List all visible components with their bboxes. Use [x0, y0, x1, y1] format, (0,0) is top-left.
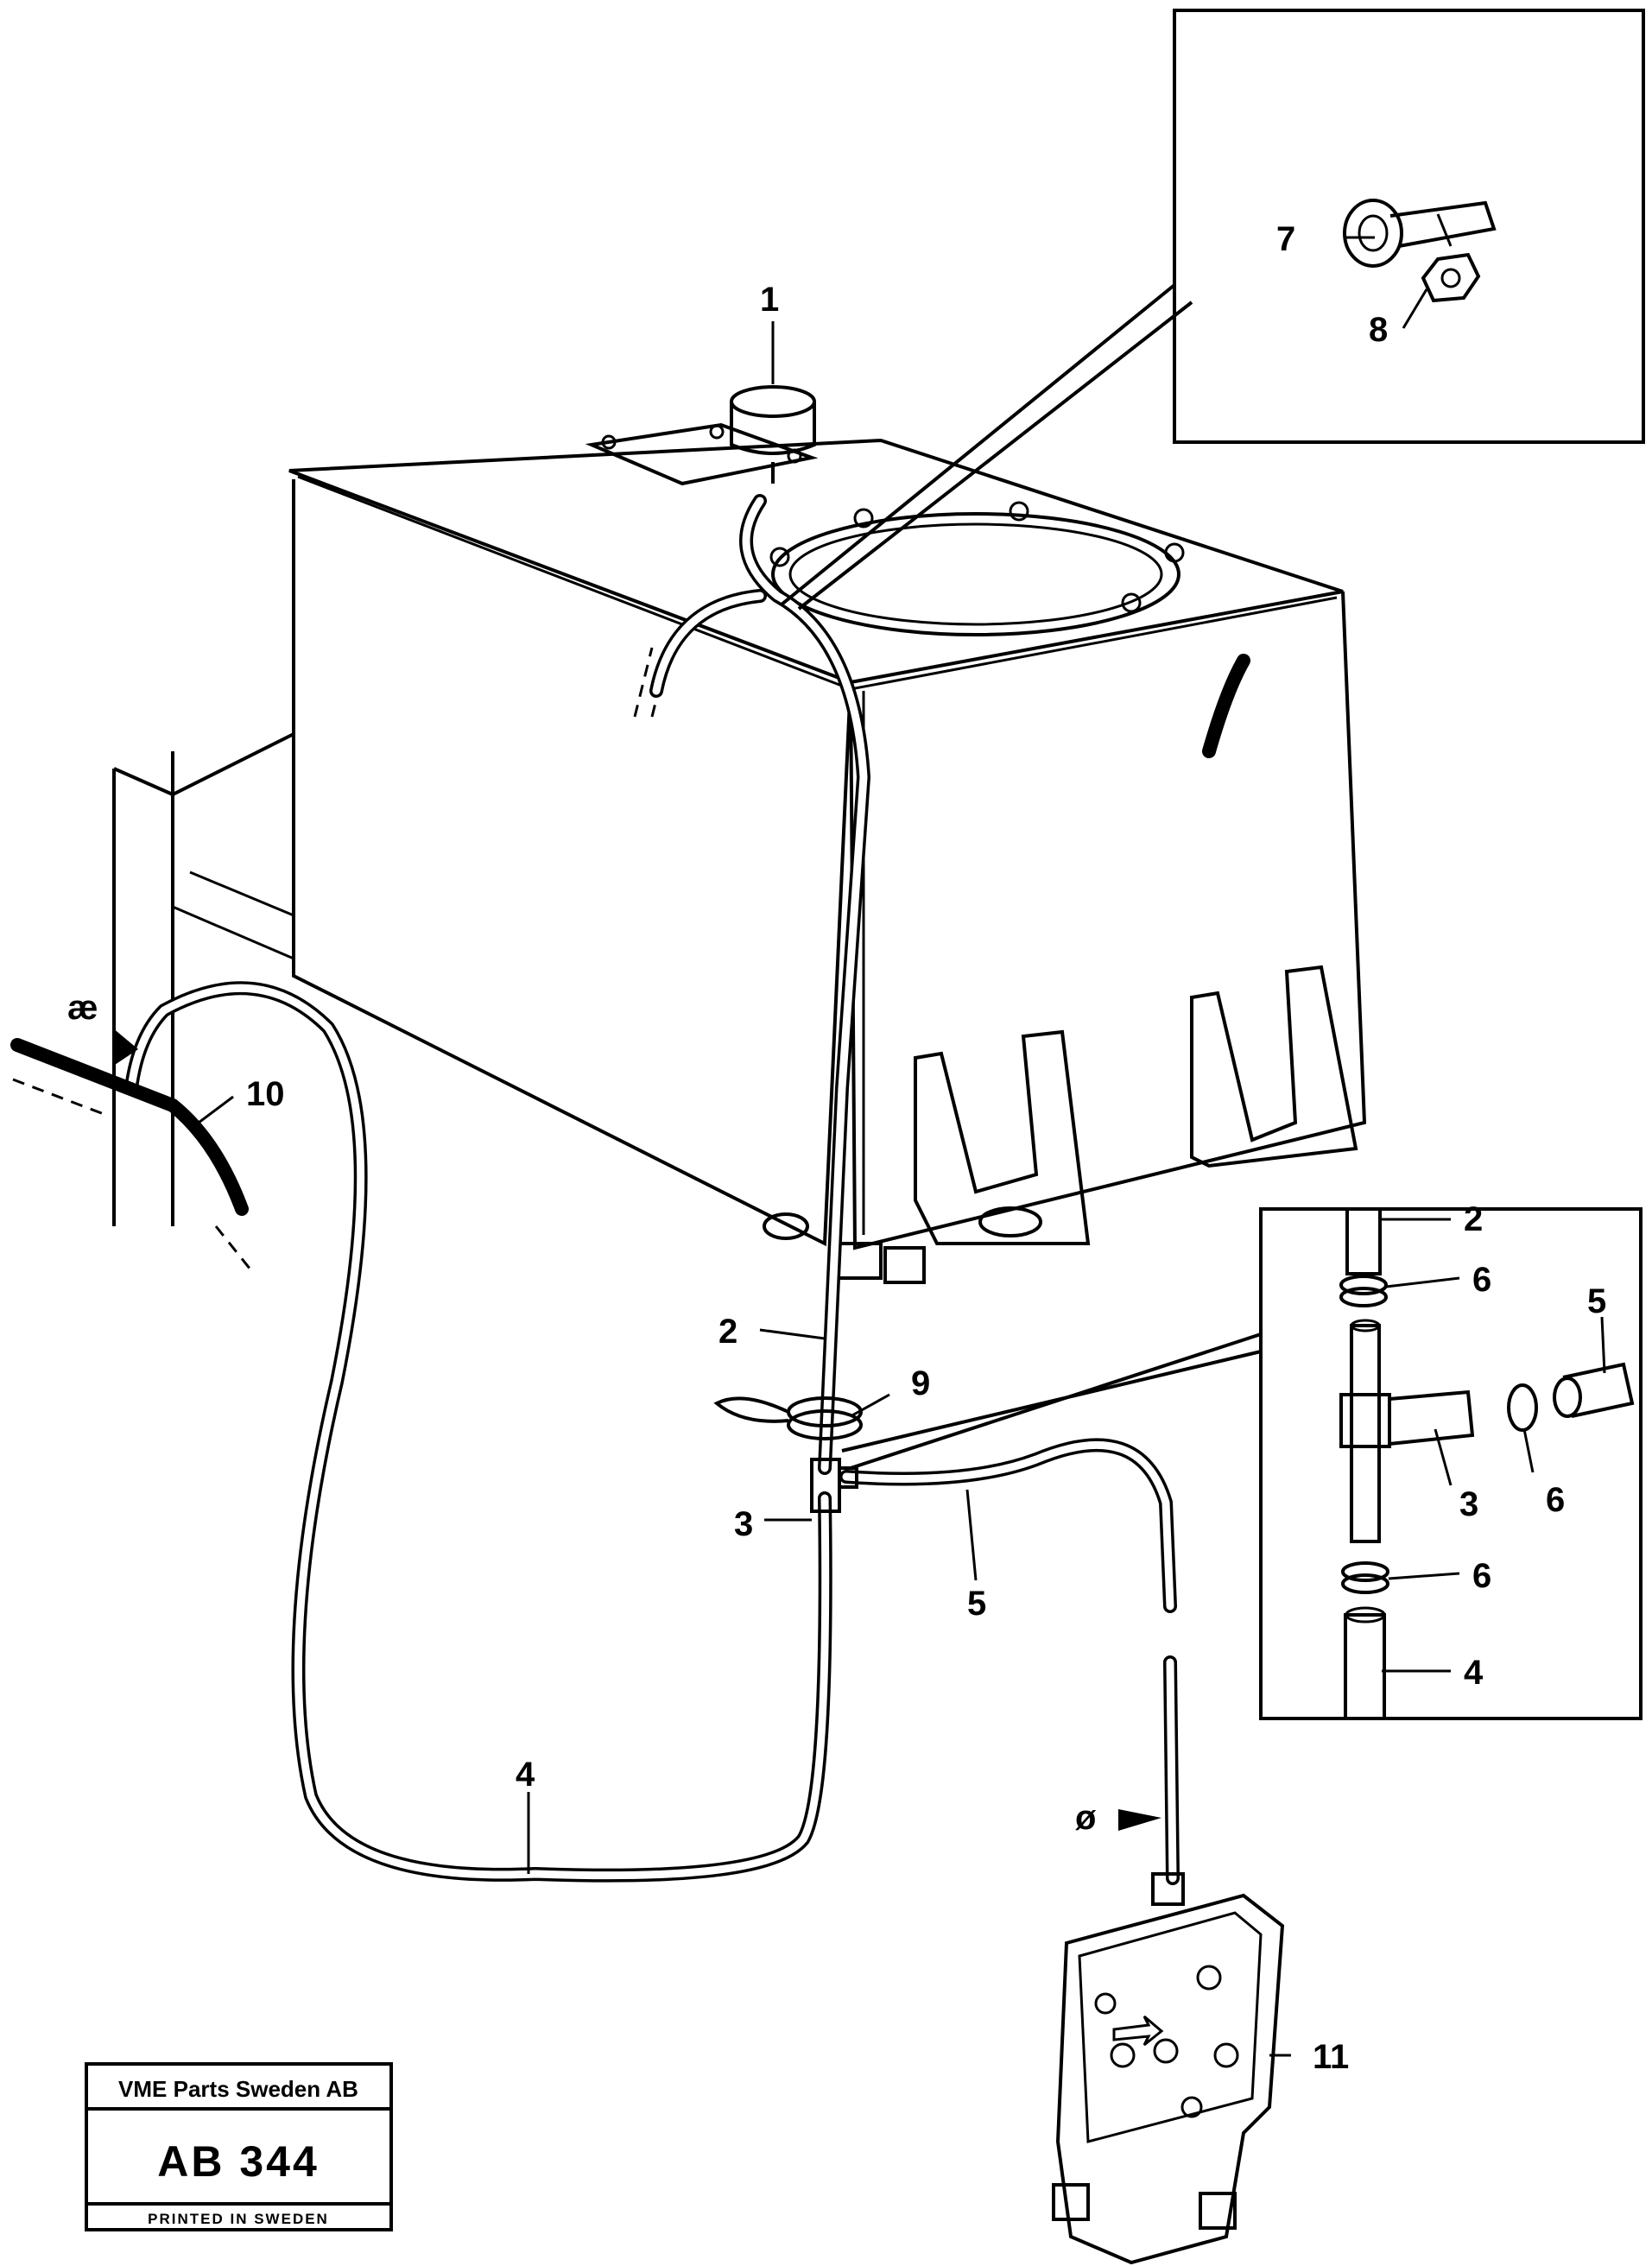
hydraulic-tank	[288, 422, 1367, 1284]
detail-callout-2: 2	[1464, 1200, 1483, 1238]
callout-10: 10	[246, 1075, 285, 1113]
detail-callout-6a: 6	[1472, 1261, 1491, 1299]
detail-callout-4: 4	[1464, 1654, 1484, 1692]
detail-callout-5: 5	[1587, 1282, 1606, 1320]
inset-box-detail	[841, 1207, 1643, 1720]
callout-9: 9	[911, 1364, 930, 1402]
control-valve	[1052, 1872, 1285, 2265]
detail-callout-6b: 6	[1546, 1481, 1565, 1519]
stamp-printed: PRINTED IN SWEDEN	[148, 2211, 329, 2227]
parts-stamp: VME Parts Sweden AB AB 344 PRINTED IN SW…	[85, 2062, 393, 2231]
stamp-company: VME Parts Sweden AB	[118, 2076, 358, 2102]
t-piece	[810, 1458, 858, 1513]
callout-5: 5	[967, 1585, 986, 1623]
marker-oe: ø	[1075, 1799, 1097, 1837]
callout-1: 1	[760, 281, 779, 319]
frame-member	[112, 732, 294, 1226]
callout-labels: 1 7 8 2 9 3 5 4 10 11 æ ø 2 6 5 3 6 6 4	[67, 220, 1606, 2076]
callout-4: 4	[516, 1756, 535, 1794]
callout-7: 7	[1276, 220, 1295, 258]
level-sensor	[730, 385, 816, 484]
inset-box-top	[780, 9, 1645, 611]
hoses	[10, 494, 1180, 1885]
callout-8: 8	[1369, 311, 1388, 349]
stamp-code: AB 344	[157, 2137, 320, 2186]
leader-lines	[112, 236, 1606, 2057]
callout-11: 11	[1313, 2038, 1349, 2076]
hose-dashed-right	[650, 647, 671, 718]
hose-dashed-left	[633, 647, 654, 718]
marker-ae: æ	[67, 989, 98, 1027]
hose-clamp	[713, 1396, 863, 1440]
detail-callout-6c: 6	[1472, 1557, 1491, 1595]
callout-3: 3	[734, 1505, 753, 1543]
callout-2: 2	[718, 1313, 737, 1351]
detail-callout-3: 3	[1459, 1485, 1478, 1523]
